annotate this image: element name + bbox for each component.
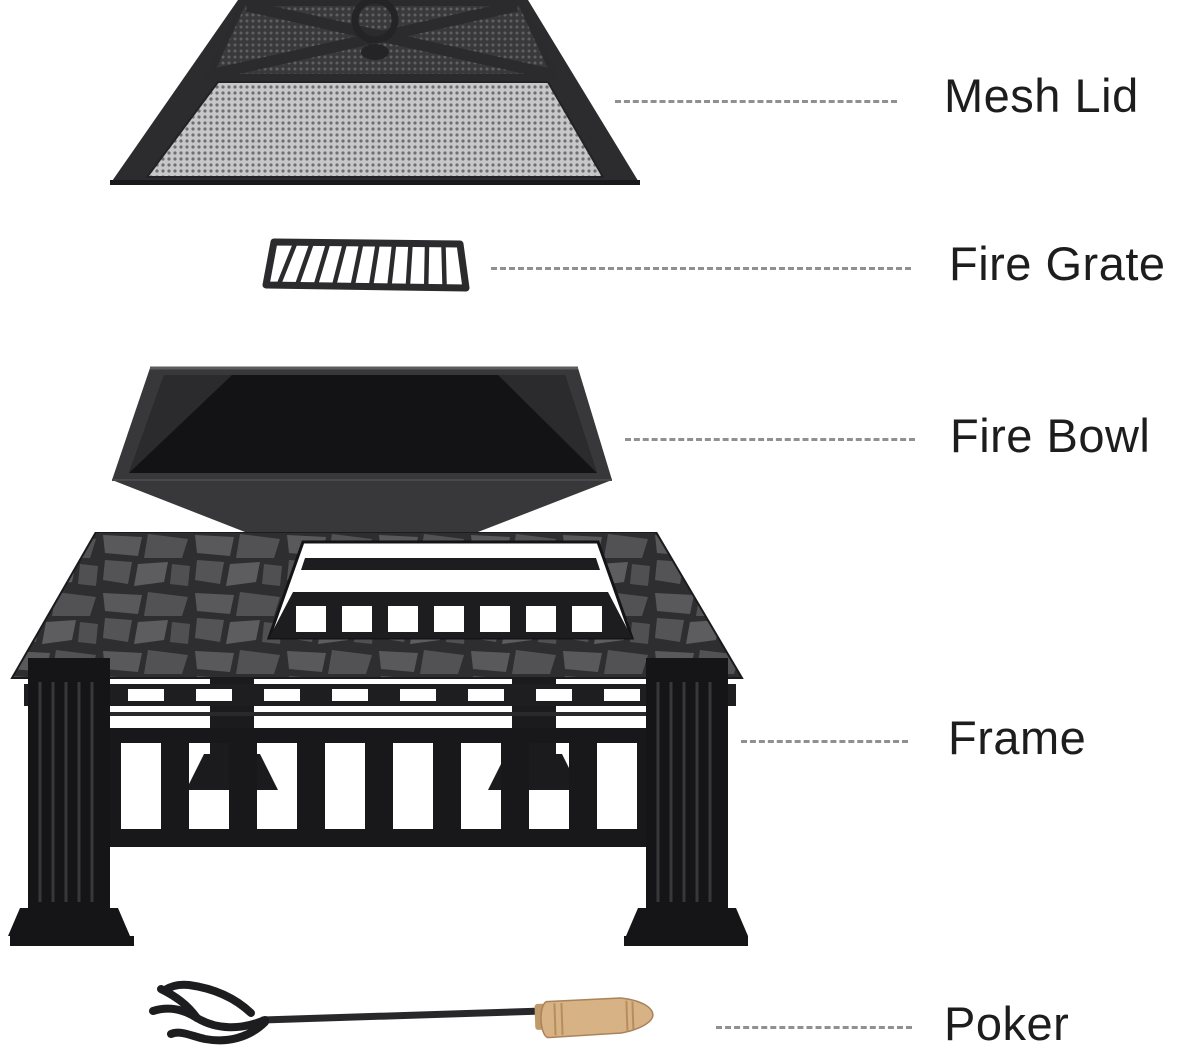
label-fire-grate: Fire Grate bbox=[949, 237, 1166, 290]
frame-illustration bbox=[8, 532, 748, 948]
leader-line-frame bbox=[741, 740, 908, 743]
fire-bowl-graphic bbox=[112, 366, 612, 532]
label-mesh-lid: Mesh Lid bbox=[944, 69, 1139, 122]
frame-front-left-leg bbox=[8, 658, 134, 946]
poker-graphic bbox=[149, 980, 654, 1045]
label-frame: Frame bbox=[948, 711, 1087, 764]
lid-ring-handle-icon bbox=[351, 0, 399, 44]
fire-grate-illustration bbox=[252, 230, 487, 305]
mesh-lid-graphic bbox=[110, 0, 640, 185]
frame-front-right-leg bbox=[624, 658, 748, 946]
label-fire-bowl: Fire Bowl bbox=[950, 409, 1151, 462]
poker-claw-tip bbox=[149, 980, 269, 1045]
leader-line-fire-bowl bbox=[625, 438, 915, 441]
frame-graphic bbox=[8, 532, 748, 946]
mesh-lid-illustration bbox=[100, 0, 645, 195]
label-poker: Poker bbox=[944, 997, 1070, 1048]
leader-line-poker bbox=[716, 1026, 912, 1029]
frame-lower-railing bbox=[70, 728, 684, 847]
fire-bowl-illustration bbox=[110, 360, 615, 535]
poker-wood-handle bbox=[534, 997, 654, 1039]
leader-line-mesh-lid bbox=[615, 100, 897, 103]
leader-line-fire-grate bbox=[491, 267, 911, 270]
poker-illustration bbox=[135, 980, 660, 1048]
fire-grate-graphic bbox=[262, 238, 470, 292]
